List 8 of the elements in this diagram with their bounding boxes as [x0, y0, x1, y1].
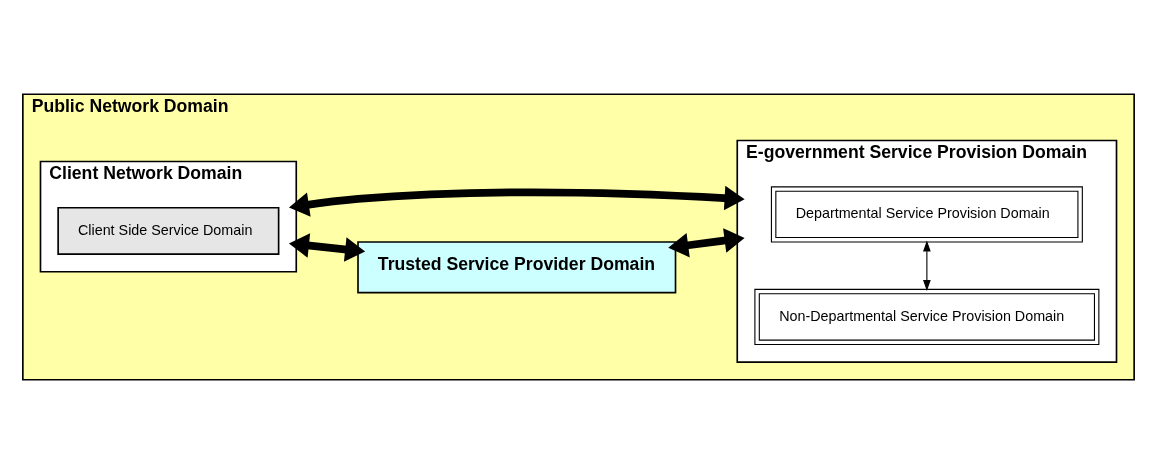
arrow — [288, 185, 745, 217]
arrow — [288, 232, 366, 262]
node-box: Trusted Service Provider Domain — [357, 240, 677, 293]
arrow — [923, 240, 931, 291]
node-box: Client Side Service Domain — [57, 206, 280, 255]
node-box: Departmental Service Provision Domain — [770, 185, 1083, 242]
arrow — [668, 227, 745, 257]
node-box: Non-Departmental Service Provision Domain — [754, 288, 1100, 345]
